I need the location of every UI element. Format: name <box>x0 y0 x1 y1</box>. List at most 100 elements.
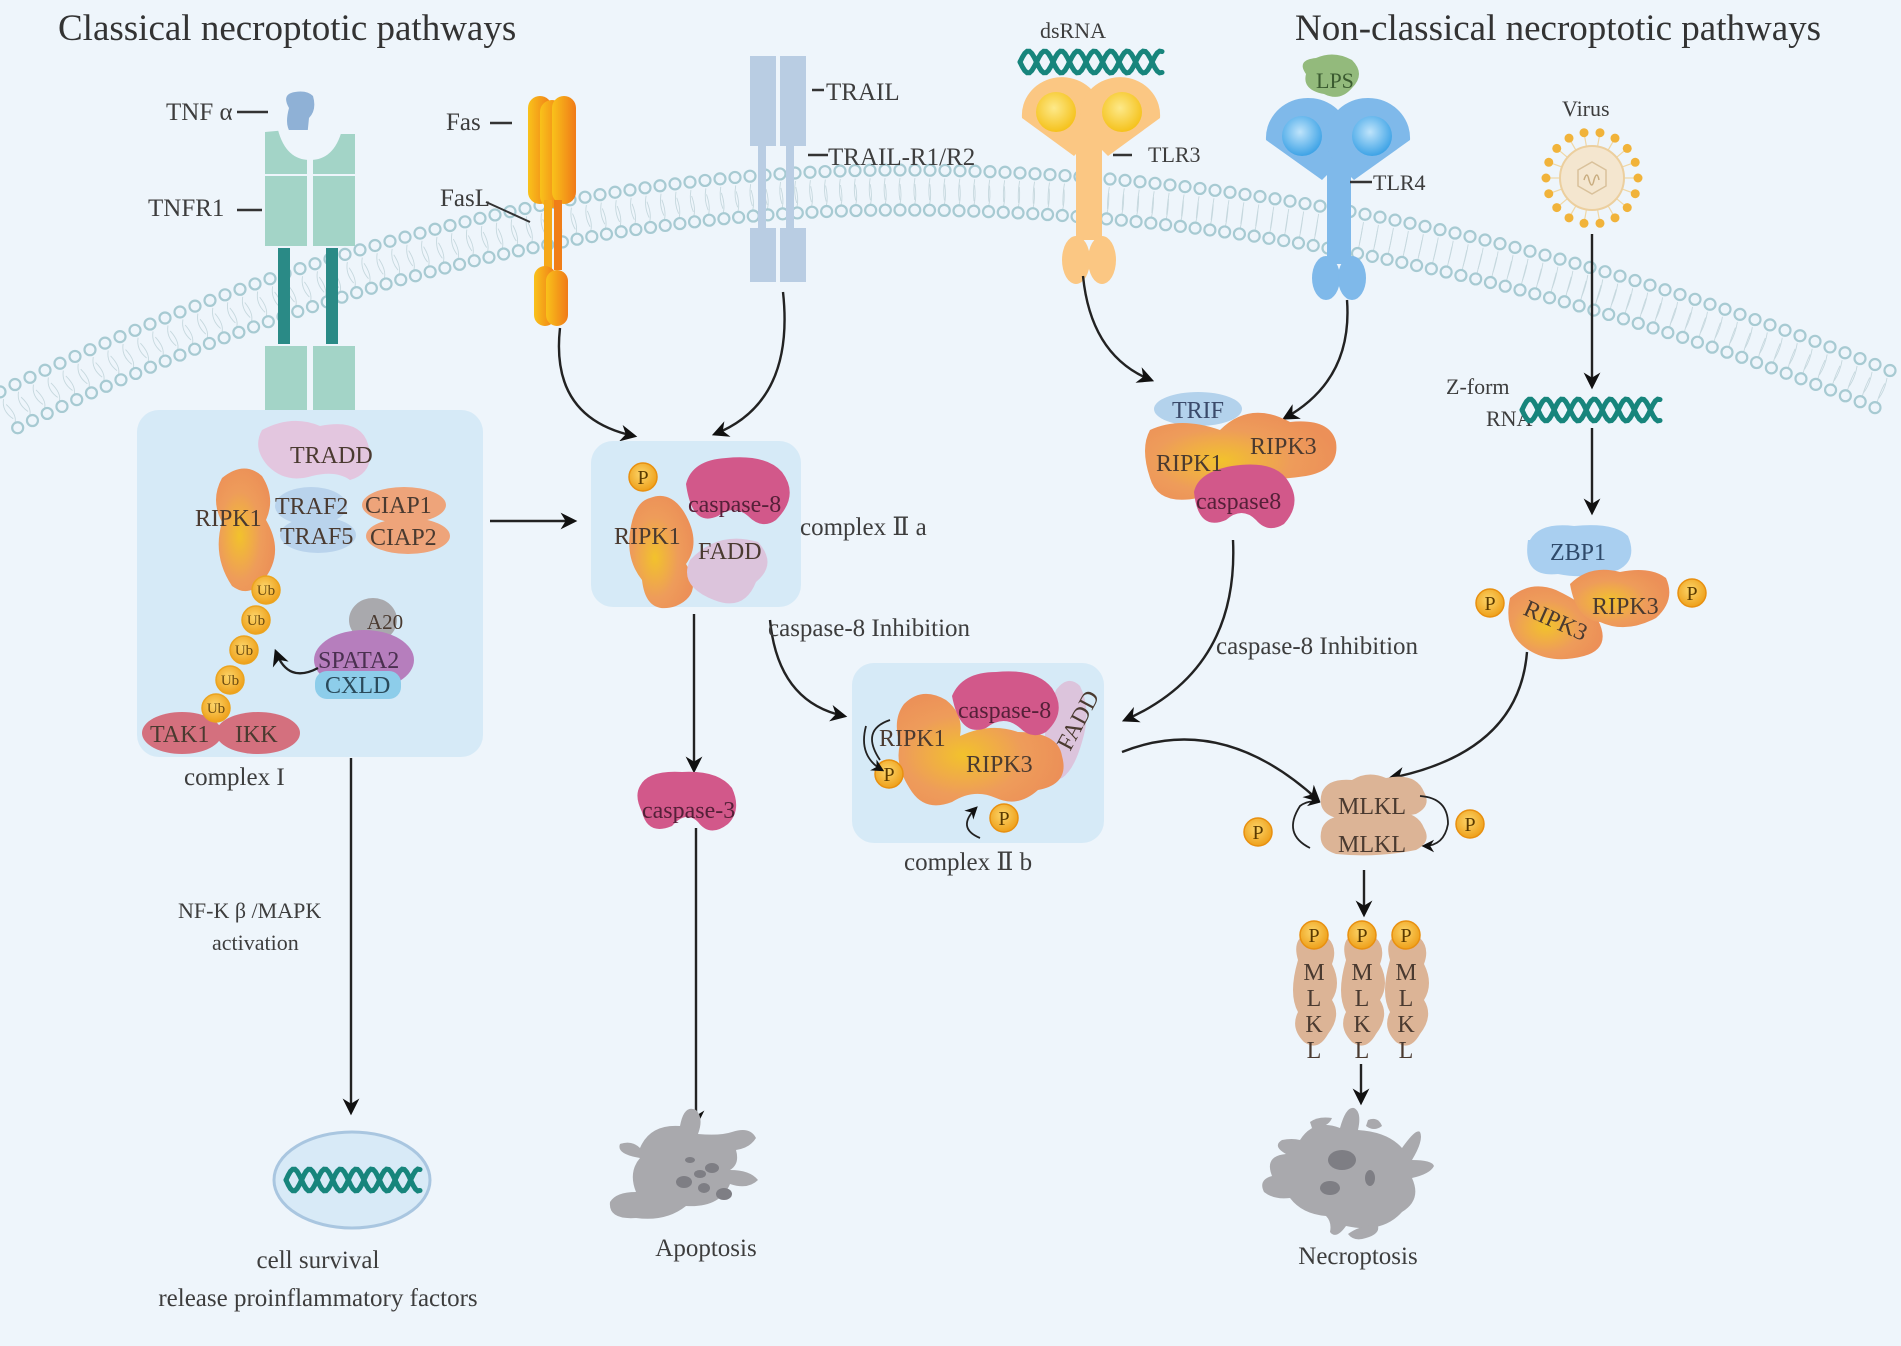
traf5-protein <box>280 517 356 553</box>
arrow-iia-to-iib <box>768 619 848 722</box>
label-mlkl-letter: L <box>1307 1038 1322 1064</box>
ripk3-protein-b <box>1570 569 1670 628</box>
phospho-icon <box>1243 817 1273 847</box>
label-caspase8-iib: caspase-8 <box>958 698 1051 724</box>
label-tak1: TAK1 <box>150 722 209 748</box>
label-ciap2: CIAP2 <box>370 525 437 551</box>
label-ripk3-iib: RIPK3 <box>966 752 1033 778</box>
label-ripk1-iib: RIPK1 <box>879 726 946 752</box>
label-zform: Z-form <box>1446 374 1510 399</box>
label-lps: LPS <box>1316 68 1354 93</box>
label-fadd-iia: FADD <box>698 539 762 565</box>
label-traf2: TRAF2 <box>275 494 348 520</box>
tlr4-receptor <box>1265 54 1411 300</box>
label-ub: Ub <box>207 701 225 717</box>
tlr3-receptor <box>1021 77 1161 284</box>
label-cell-survival: cell survival <box>257 1247 380 1274</box>
arrow-fas-to-iia <box>557 327 638 442</box>
arrow-tlr3-to-trif <box>1081 275 1155 383</box>
label-activation: activation <box>212 930 299 955</box>
label-ripk1-c1: RIPK1 <box>195 506 262 532</box>
tnfr1-receptor <box>265 91 355 410</box>
label-p-mlkl-left: P <box>1252 822 1263 844</box>
label-nfkb: NF-K β /MAPK <box>178 898 321 923</box>
zbp1-protein <box>1527 525 1632 577</box>
autophos-ripk1-arrowhead <box>863 725 885 772</box>
label-ripk1-tlr: RIPK1 <box>1156 451 1223 477</box>
label-trif: TRIF <box>1172 398 1224 424</box>
dsrna-helix-icon <box>1017 48 1165 76</box>
label-trail-r1-r2: TRAIL-R1/R2 <box>828 144 975 171</box>
label-complex-i: complex I <box>184 764 285 791</box>
cxld-protein <box>315 671 401 699</box>
mlkl-monomer <box>1293 931 1337 1046</box>
label-zbp1: ZBP1 <box>1550 540 1606 566</box>
ripk1-ripk3-proteins-tlr <box>1145 412 1337 500</box>
ciap1-protein <box>362 487 446 523</box>
label-ciap1: CIAP1 <box>365 493 432 519</box>
z-form-rna-helix-icon <box>1519 396 1663 424</box>
label-ripk3-tlr: RIPK3 <box>1250 434 1317 460</box>
ripk1-protein-iia <box>629 495 694 609</box>
ciap2-protein <box>366 518 450 554</box>
mlkl-monomer <box>1385 931 1429 1046</box>
label-caspase3: caspase-3 <box>642 798 735 824</box>
ubiquitin-icon <box>229 635 259 665</box>
label-p-zbp1-2: P <box>1686 583 1697 605</box>
autophos-ripk1-arrow <box>871 719 891 761</box>
label-release-factors: release proinflammatory factors <box>158 1285 477 1312</box>
label-trail: TRAIL <box>826 79 900 106</box>
label-fas: Fas <box>446 109 481 136</box>
label-ub: Ub <box>247 613 265 629</box>
label-mlkl-letter: L <box>1399 1038 1414 1064</box>
label-cxld: CXLD <box>325 673 390 699</box>
phos-loop-right-arrow <box>1419 795 1449 853</box>
arrow-tlr-to-iib <box>1121 539 1235 723</box>
autophos-ripk3-arrow <box>964 806 981 839</box>
label-tnfr1: TNFR1 <box>148 195 224 222</box>
label-ripk3-zbp1-b: RIPK3 <box>1592 594 1659 620</box>
phospho-icon <box>1299 920 1329 950</box>
label-p-iib-1: P <box>883 764 894 786</box>
tradd-protein <box>258 420 370 480</box>
label-complex-iib: complex Ⅱ b <box>904 849 1032 876</box>
ubiquitin-icon <box>215 665 245 695</box>
phospho-icon <box>1347 920 1377 950</box>
phospho-icon <box>628 462 658 492</box>
label-casp8-inhibition-left: caspase-8 Inhibition <box>768 615 971 642</box>
phospho-icon <box>1455 809 1485 839</box>
arrow-iib-to-mlkl <box>1121 738 1321 803</box>
label-p-mlkl-right: P <box>1464 814 1475 836</box>
label-ub: Ub <box>257 583 275 599</box>
nucleus-dna-icon <box>272 1130 432 1230</box>
label-caspase8-tlr: caspase8 <box>1196 489 1281 515</box>
label-mlkl-letter: K <box>1397 1012 1415 1038</box>
label-p-iib-2: P <box>998 808 1009 830</box>
label-tlr4: TLR4 <box>1373 170 1426 195</box>
phospho-icon <box>1475 588 1505 618</box>
tak1-protein <box>142 712 222 754</box>
arrow-spata2-deub <box>272 648 319 675</box>
caspase8-protein-tlr <box>1194 464 1295 529</box>
label-ub: Ub <box>221 673 239 689</box>
label-mlkl-letter: L <box>1399 986 1414 1012</box>
label-mlkl-letter: M <box>1303 960 1324 986</box>
caspase3-protein <box>637 771 737 831</box>
title-classical: Classical necroptotic pathways <box>58 8 516 49</box>
ubiquitin-icon <box>201 693 231 723</box>
complex-i <box>142 420 450 754</box>
label-mlkl-letter: M <box>1351 960 1372 986</box>
label-a20: A20 <box>367 610 403 634</box>
label-mlkl-letter: L <box>1355 1038 1370 1064</box>
label-caspase8-iia: caspase-8 <box>688 492 781 518</box>
fadd-protein-iia <box>687 538 768 604</box>
ripk1-protein <box>216 468 276 592</box>
label-tnf-alpha: TNF α <box>166 99 233 126</box>
label-casp8-inhibition-right: caspase-8 Inhibition <box>1216 633 1419 660</box>
virus-icon <box>1541 128 1643 228</box>
label-p-oligomer: P <box>1308 925 1319 947</box>
label-tradd: TRADD <box>290 443 373 469</box>
caspase8-protein-iia <box>686 457 790 525</box>
